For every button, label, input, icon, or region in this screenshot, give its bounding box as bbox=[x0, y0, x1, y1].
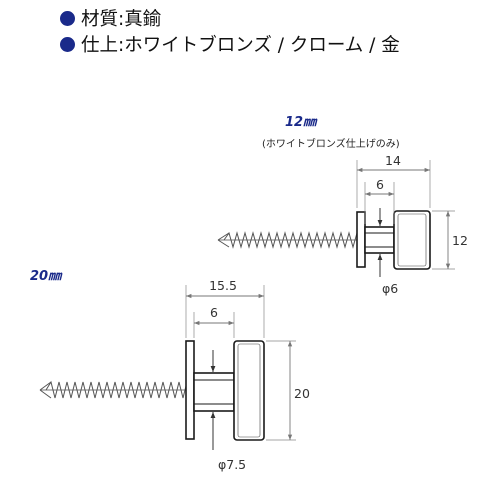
cap-large bbox=[233, 340, 265, 441]
dim-gap-small: 6 bbox=[376, 177, 384, 192]
dim-height-small: 12 bbox=[452, 233, 468, 248]
bullet-icon bbox=[60, 11, 75, 26]
screw-large bbox=[39, 380, 187, 399]
size-label-20mm: 20㎜ bbox=[30, 269, 63, 284]
spec-finish-text: 仕上:ホワイトブロンズ / クローム / 金 bbox=[81, 35, 400, 56]
washer-plate-small bbox=[356, 211, 366, 268]
screw-small bbox=[217, 231, 358, 249]
dim-height-large: 20 bbox=[294, 386, 310, 401]
dim-width-large: 15.5 bbox=[209, 278, 237, 293]
note-white-bronze-only: (ホワイトブロンズ仕上げのみ) bbox=[262, 137, 400, 150]
spec-finish: 仕上:ホワイトブロンズ / クローム / 金 bbox=[60, 34, 400, 58]
standoff-12mm: 12㎜ (ホワイトブロンズ仕上げのみ) 14 6 12 bbox=[217, 115, 468, 296]
spec-material: 材質:真鍮 bbox=[60, 8, 161, 32]
standoff-20mm: 20㎜ 15.5 6 20 φ7.5 bbox=[30, 269, 310, 472]
dim-diameter-large: φ7.5 bbox=[218, 457, 246, 472]
dim-diameter-small: φ6 bbox=[382, 281, 398, 296]
cap-small bbox=[393, 210, 431, 270]
dim-gap-large: 6 bbox=[210, 305, 218, 320]
screw-thread-large bbox=[45, 380, 187, 399]
shaft-small bbox=[364, 226, 395, 254]
spec-material-text: 材質:真鍮 bbox=[81, 9, 162, 30]
shaft-large bbox=[193, 372, 235, 412]
size-label-12mm: 12㎜ bbox=[285, 115, 318, 130]
screw-thread-small bbox=[223, 231, 358, 249]
dim-width-small: 14 bbox=[385, 153, 401, 168]
washer-plate-large bbox=[185, 340, 195, 440]
bullet-icon bbox=[60, 37, 75, 52]
